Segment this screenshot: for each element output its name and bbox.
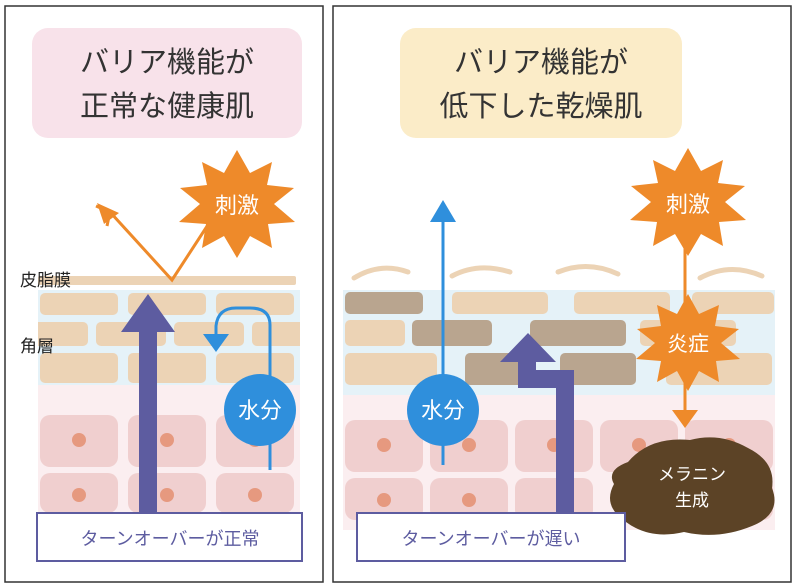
right-title-box bbox=[400, 28, 682, 138]
right-stimulus-star bbox=[630, 148, 746, 256]
right-panel: バリア機能が 低下した乾燥肌 bbox=[332, 5, 792, 583]
right-flaking-film bbox=[351, 264, 765, 281]
left-title-line1: バリア機能が bbox=[80, 45, 254, 79]
right-stimulus-arrowhead bbox=[672, 410, 698, 428]
melanin-label-line2: 生成 bbox=[675, 491, 709, 511]
left-water-circle bbox=[224, 374, 296, 446]
label-sebum: 皮脂膜 bbox=[20, 271, 71, 291]
left-turnover-arrow bbox=[121, 294, 175, 515]
right-title-line1: バリア機能が bbox=[454, 45, 628, 79]
melanin-label-line1: メラニン bbox=[658, 465, 726, 485]
left-stimulus-star bbox=[179, 150, 295, 258]
right-water-circle bbox=[407, 374, 479, 446]
inflammation-star bbox=[636, 294, 740, 391]
left-water-loop-arrowhead bbox=[203, 334, 229, 352]
right-water-arrowhead bbox=[430, 200, 456, 222]
right-stimulus-label: 刺激 bbox=[666, 193, 710, 218]
left-turnover-label: ターンオーバーが正常 bbox=[81, 529, 260, 550]
left-panel: バリア機能が 正常な健康肌 bbox=[4, 5, 324, 583]
right-water-label: 水分 bbox=[421, 399, 465, 424]
left-bricks bbox=[38, 293, 300, 383]
right-title-line2: 低下した乾燥肌 bbox=[439, 89, 642, 123]
left-title-line2: 正常な健康肌 bbox=[80, 89, 254, 123]
left-reflect-arrowhead bbox=[97, 203, 119, 224]
left-water-label: 水分 bbox=[238, 399, 282, 424]
right-turnover-arrow bbox=[500, 333, 574, 530]
right-turnover-label: ターンオーバーが遅い bbox=[402, 529, 581, 550]
left-sebum-film bbox=[38, 276, 296, 285]
melanin-blob bbox=[610, 437, 775, 535]
left-stimulus-label: 刺激 bbox=[215, 194, 259, 219]
left-title-box bbox=[32, 28, 302, 138]
left-turnover-box bbox=[36, 512, 303, 562]
label-stratum: 角層 bbox=[20, 337, 54, 357]
right-bricks bbox=[345, 292, 774, 385]
right-turnover-box bbox=[356, 512, 626, 562]
inflammation-label: 炎症 bbox=[667, 332, 709, 356]
left-water-loop bbox=[214, 306, 272, 470]
